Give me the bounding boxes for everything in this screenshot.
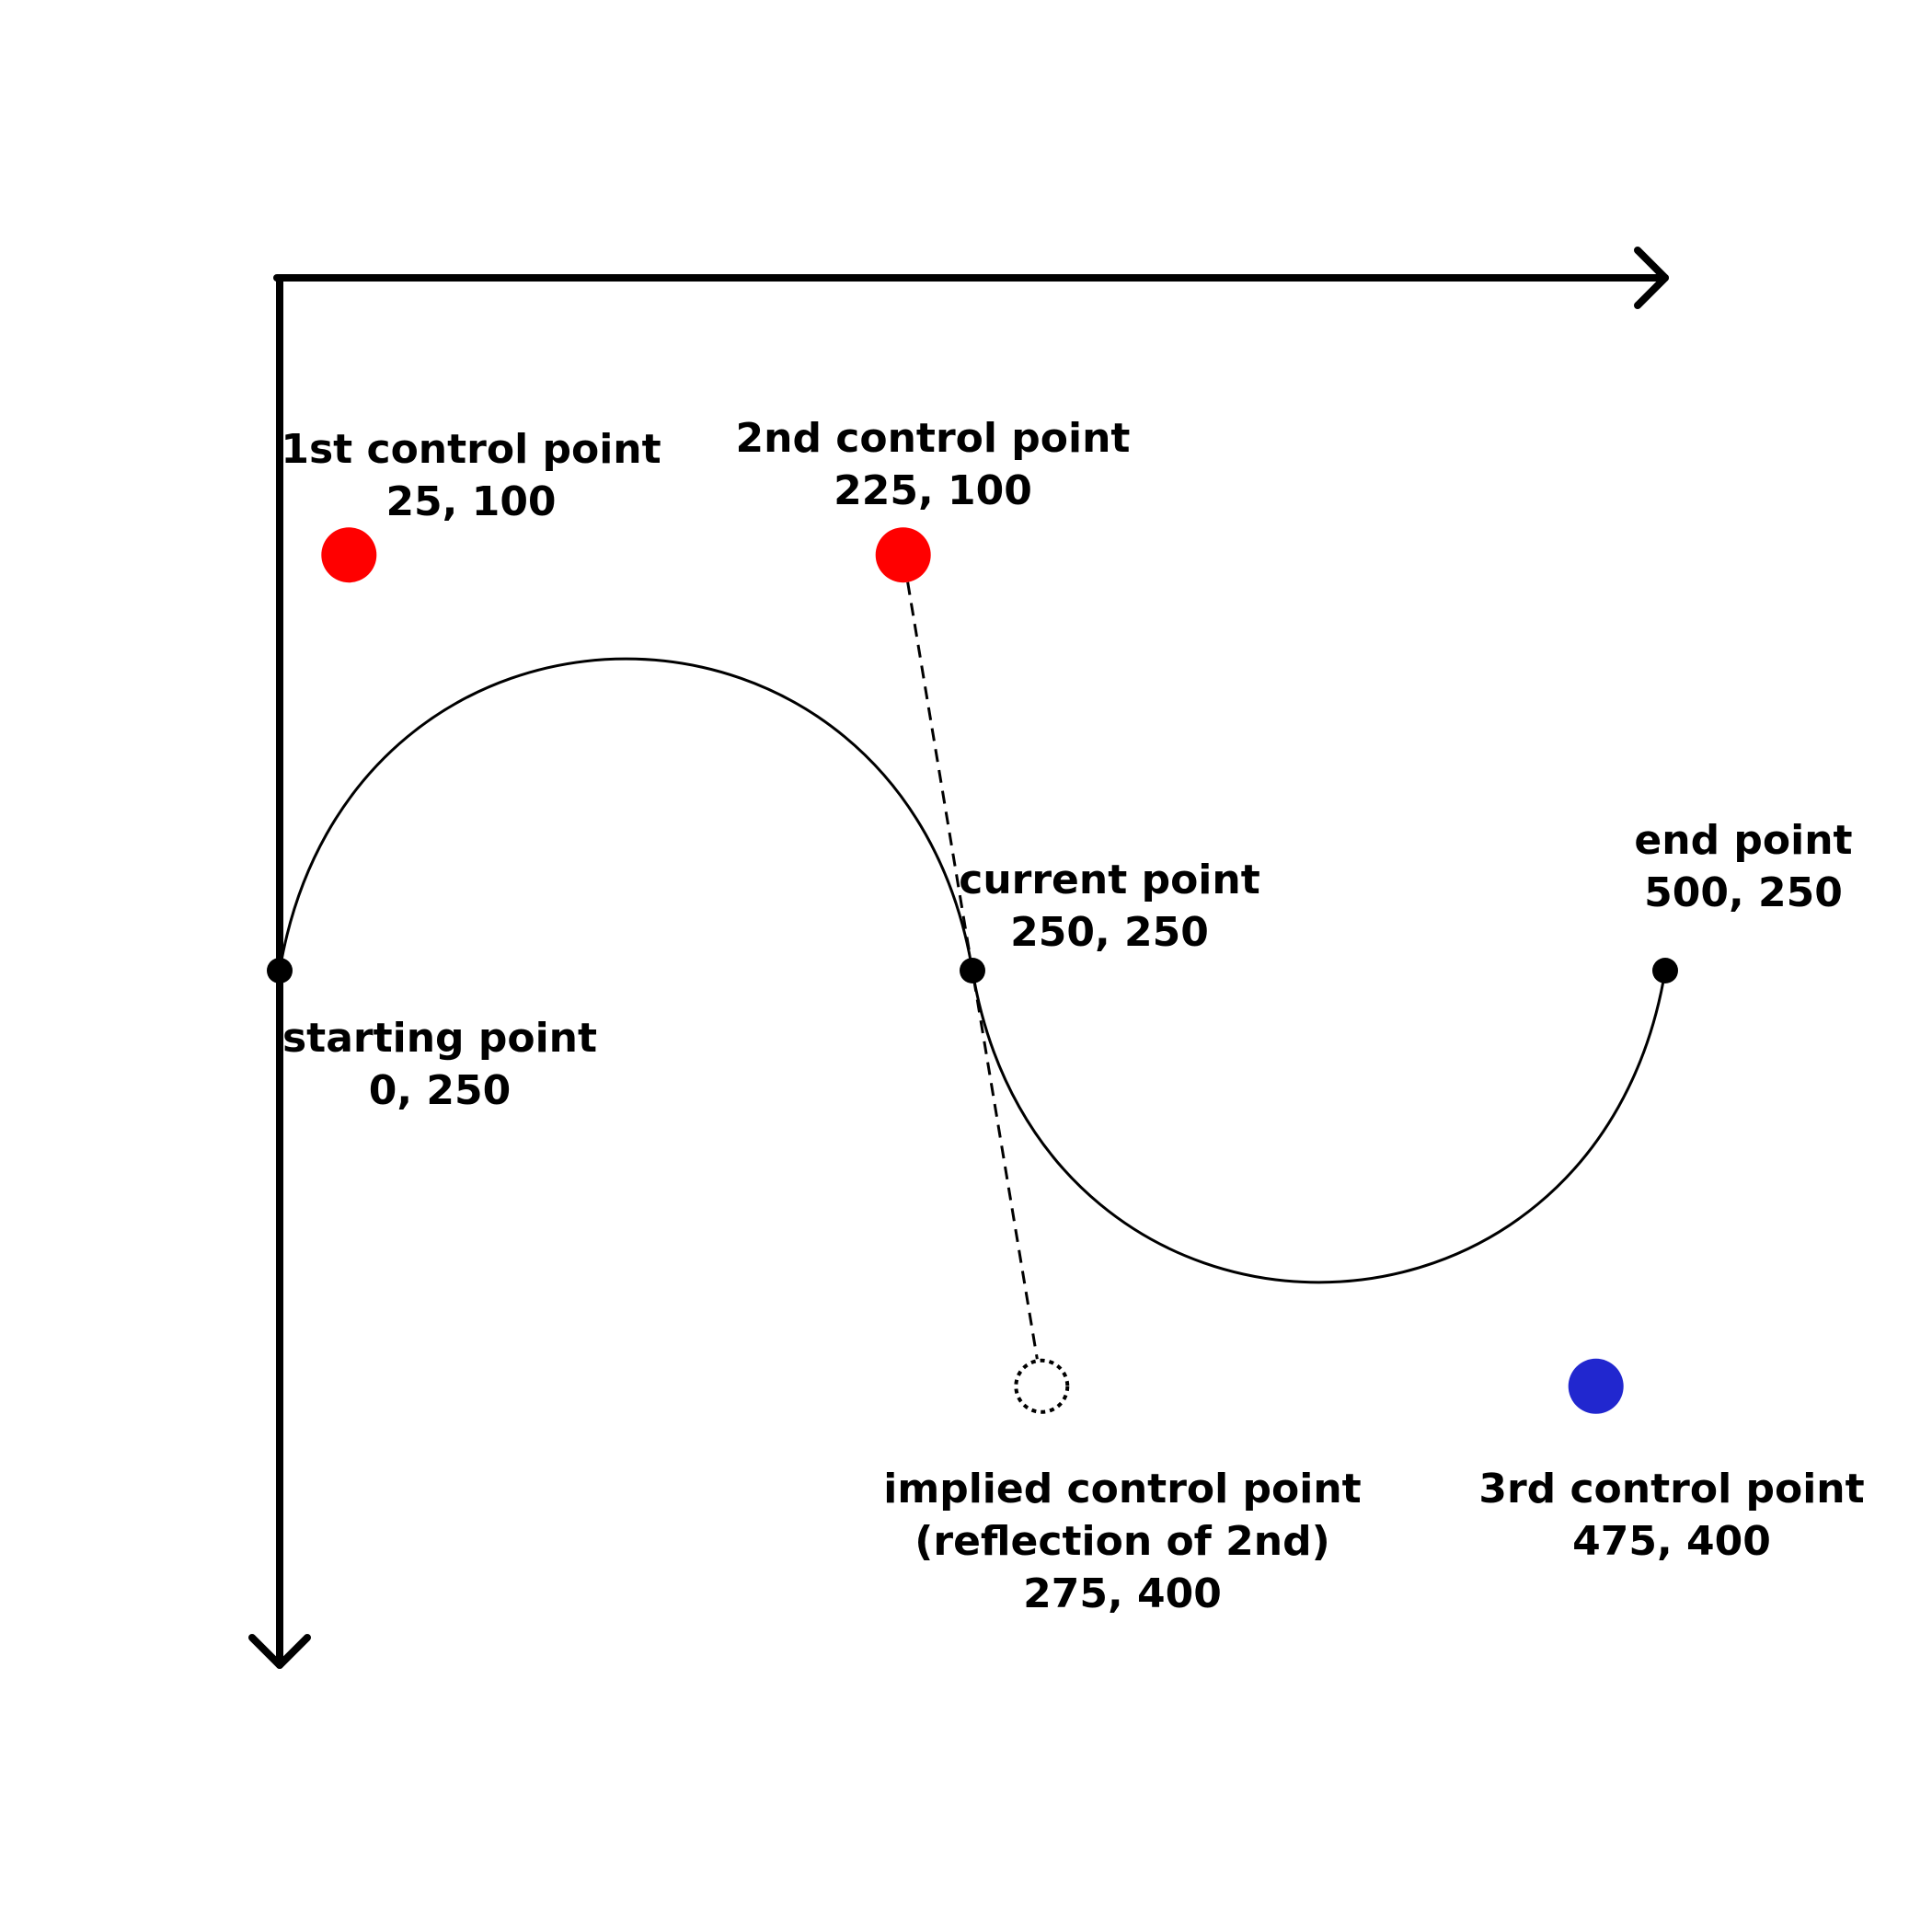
- first-control-point-marker: [321, 527, 377, 583]
- end-point-title: end point: [1634, 817, 1852, 864]
- implied-control-point-title: implied control point: [883, 1466, 1361, 1512]
- implied-control-point-coords: 275, 400: [1023, 1570, 1222, 1617]
- label-end-point: end point 500, 250: [1634, 817, 1852, 916]
- second-control-point-coords: 225, 100: [834, 467, 1032, 514]
- starting-point-title: starting point: [282, 1015, 597, 1062]
- y-axis-arrowhead: [248, 1634, 311, 1669]
- starting-point-coords: 0, 250: [369, 1067, 512, 1114]
- third-control-point-title: 3rd control point: [1478, 1466, 1864, 1512]
- implied-control-point-marker: [1014, 1358, 1070, 1414]
- label-implied-control-point: implied control point (reflection of 2nd…: [883, 1466, 1361, 1617]
- second-control-point-title: 2nd control point: [736, 415, 1131, 462]
- implied-control-point-note: (reflection of 2nd): [914, 1518, 1329, 1565]
- reflection-dashed-line: [906, 581, 1039, 1360]
- end-point-marker: [1652, 958, 1678, 983]
- label-first-control-point: 1st control point 25, 100: [281, 426, 661, 525]
- x-axis-arrowhead: [1634, 247, 1669, 309]
- current-point-title: current point: [959, 857, 1260, 903]
- first-control-point-coords: 25, 100: [385, 478, 556, 525]
- label-current-point: current point 250, 250: [959, 857, 1260, 956]
- starting-point-marker: [267, 958, 293, 983]
- third-control-point-marker: [1568, 1358, 1624, 1414]
- first-control-point-title: 1st control point: [281, 426, 661, 473]
- current-point-coords: 250, 250: [1010, 909, 1209, 956]
- label-third-control-point: 3rd control point 475, 400: [1478, 1466, 1864, 1565]
- current-point-marker: [960, 958, 985, 983]
- third-control-point-coords: 475, 400: [1572, 1518, 1771, 1565]
- second-control-point-marker: [875, 527, 931, 583]
- end-point-coords: 500, 250: [1644, 869, 1843, 916]
- label-second-control-point: 2nd control point 225, 100: [736, 415, 1131, 514]
- label-starting-point: starting point 0, 250: [282, 1015, 597, 1114]
